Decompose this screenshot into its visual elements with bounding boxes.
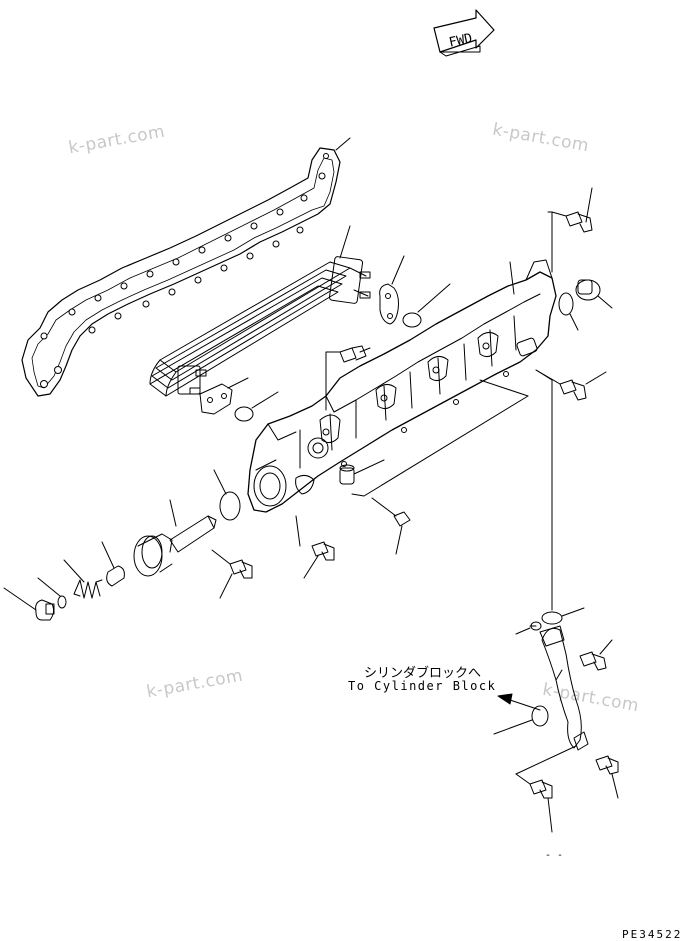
bolt-right-mid bbox=[535, 369, 607, 401]
drawing-code: PE34522 bbox=[622, 928, 683, 941]
gasket-right bbox=[558, 292, 579, 331]
washer-tube bbox=[515, 621, 542, 635]
o-ring-lower bbox=[234, 391, 279, 422]
o-ring-cylinder-block bbox=[493, 705, 549, 735]
bolt-tube-lower bbox=[515, 745, 577, 833]
gasket-small bbox=[37, 577, 67, 609]
plunger bbox=[101, 541, 125, 587]
destination-label-jp: シリンダブロックへ bbox=[364, 666, 482, 681]
spring bbox=[63, 559, 103, 599]
page-marker: - - bbox=[545, 850, 564, 861]
flange-gasket-lower bbox=[199, 377, 249, 415]
bypass-valve-tube bbox=[169, 499, 217, 553]
o-ring-filter bbox=[213, 469, 241, 521]
bypass-valve bbox=[133, 533, 173, 577]
bolt-center-upper bbox=[335, 345, 371, 363]
bolt-tube-lower-right bbox=[595, 755, 619, 799]
plug-center bbox=[339, 459, 385, 485]
fwd-arrow-icon: FWD bbox=[433, 9, 495, 57]
plug-right bbox=[575, 279, 613, 309]
o-ring-tube bbox=[541, 607, 585, 625]
oil-cooler-core bbox=[149, 225, 371, 397]
oil-cooler-cover bbox=[247, 259, 557, 513]
oil-cooler-gasket bbox=[21, 137, 351, 397]
nut-center-right bbox=[371, 497, 411, 555]
plug-end bbox=[3, 587, 55, 621]
bolt-lower-left bbox=[211, 549, 253, 599]
arrow-to-cylinder-block-icon bbox=[497, 693, 541, 711]
destination-label-en: To Cylinder Block bbox=[348, 679, 497, 693]
bolt-lower-center bbox=[295, 515, 335, 579]
bolt-tube-upper bbox=[579, 639, 613, 671]
oil-tube bbox=[539, 625, 589, 751]
fwd-label: FWD bbox=[448, 31, 474, 51]
bolt-top-right bbox=[551, 187, 593, 233]
flange-gasket-upper bbox=[379, 255, 405, 325]
o-ring-upper bbox=[402, 283, 451, 328]
